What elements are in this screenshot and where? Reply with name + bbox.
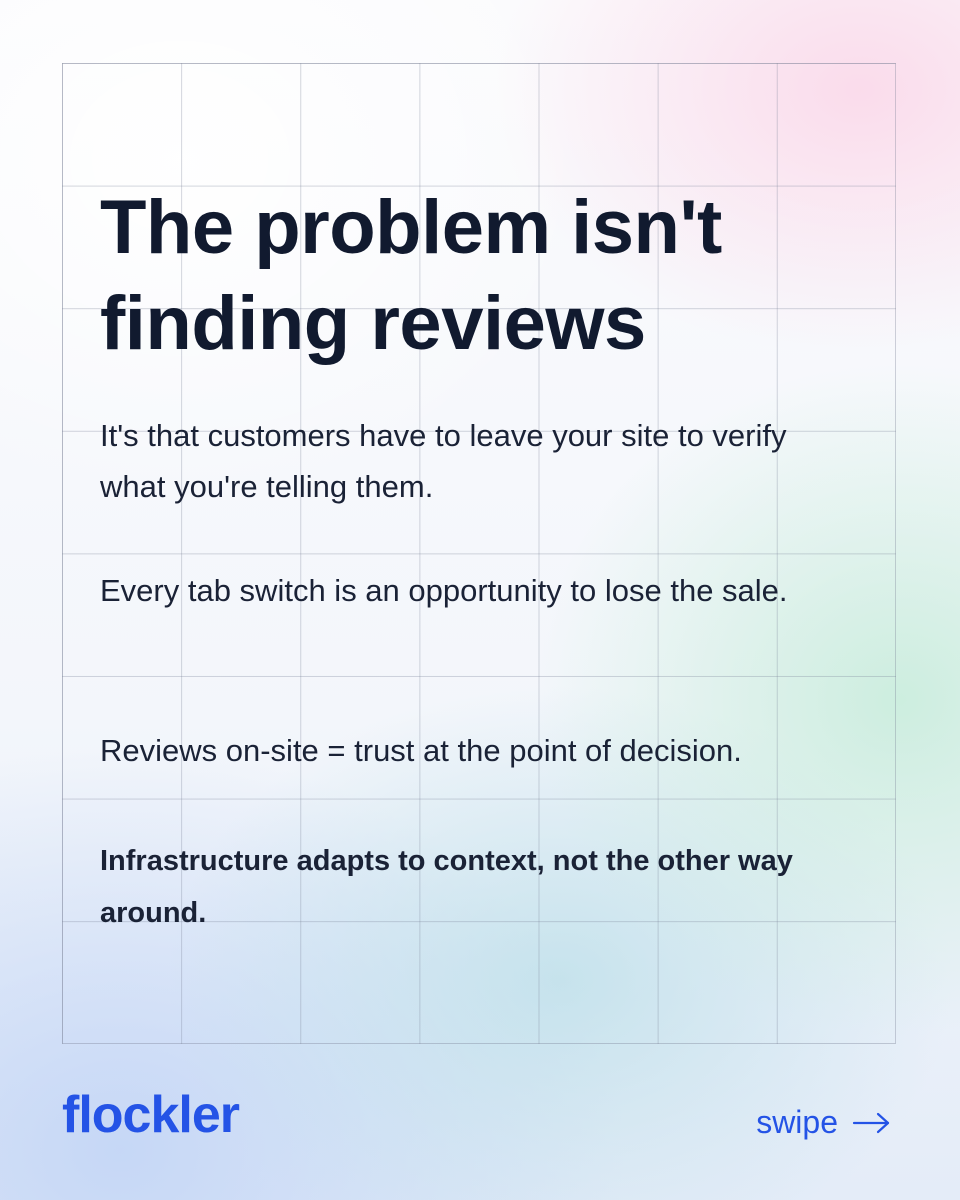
paragraph-reviews-on-site: Reviews on-site = trust at the point of … bbox=[100, 733, 742, 768]
brand-logo: flockler bbox=[62, 1086, 240, 1144]
swipe-button[interactable]: swipe bbox=[756, 1104, 892, 1141]
headline: The problem isn't finding reviews bbox=[100, 185, 722, 366]
arrow-right-icon bbox=[852, 1112, 890, 1133]
background-grid bbox=[62, 63, 896, 1044]
paragraph-infrastructure: Infrastructure adapts to context, not th… bbox=[100, 845, 793, 929]
paragraph-customers-leave: It's that customers have to leave your s… bbox=[100, 418, 787, 504]
paragraph-tab-switch: Every tab switch is an opportunity to lo… bbox=[100, 573, 788, 608]
slide-content: The problem isn't finding reviews It's t… bbox=[100, 180, 890, 929]
swipe-label: swipe bbox=[756, 1104, 838, 1140]
